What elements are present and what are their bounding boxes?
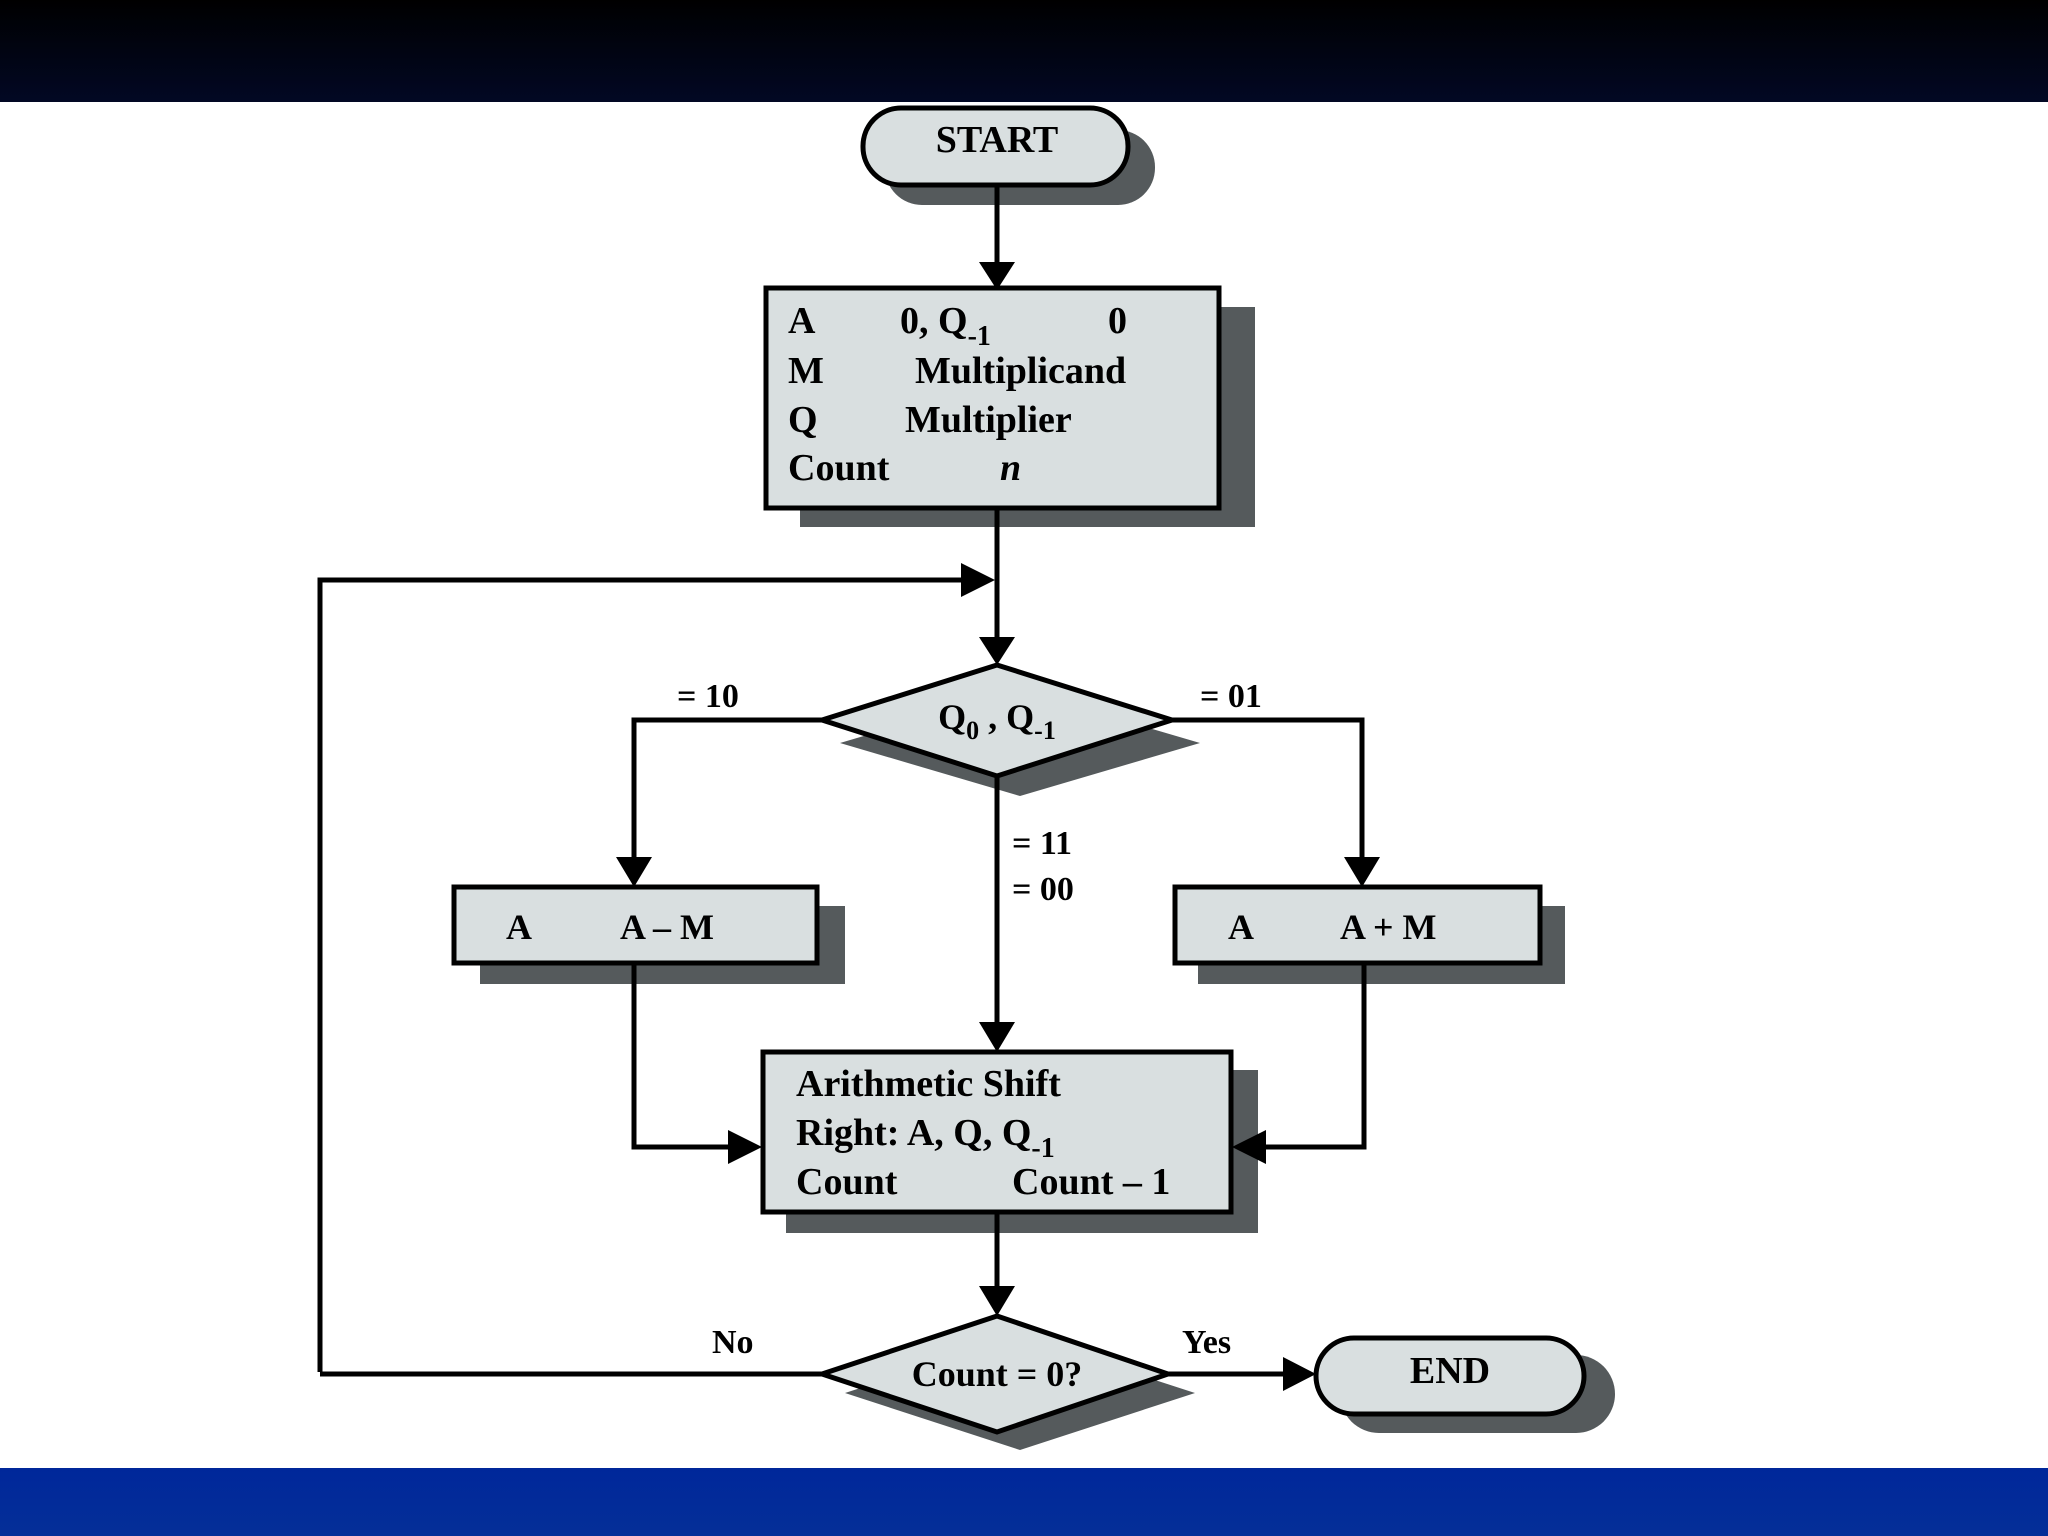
add-var: A [1228, 907, 1254, 947]
init-q-var: Q [788, 399, 818, 441]
edge-label-10: = 10 [677, 678, 739, 715]
shift-box: Arithmetic Shift Right: A, Q, Q-1 Count … [760, 1049, 1234, 1215]
subtract-box: A A – M [451, 884, 820, 966]
init-q-value: Multiplier [905, 399, 1072, 441]
start-label: START [936, 119, 1059, 161]
decision-q-bits: Q0 , Q-1 [813, 662, 1181, 779]
start-terminal: START [860, 105, 1131, 188]
shift-line1: Arithmetic Shift [796, 1063, 1061, 1105]
edge-labels: = 10 = 01 = 11 = 00 No Yes [677, 678, 1262, 1361]
connectors [317, 187, 1367, 1377]
edge-label-no: No [712, 1324, 754, 1361]
decision-q-label: Q0 , Q-1 [938, 697, 1056, 745]
edge-label-yes: Yes [1182, 1324, 1231, 1361]
edge-label-00: = 00 [1012, 871, 1074, 908]
init-count-value: n [1000, 447, 1021, 489]
init-m-var: M [788, 350, 824, 392]
bottom-band [0, 1468, 2048, 1536]
init-a-value: 0, Q-1 [900, 300, 991, 352]
subtract-var: A [506, 907, 532, 947]
shift-count-expr: Count – 1 [1012, 1161, 1170, 1203]
shift-count-var: Count [796, 1161, 898, 1203]
decision-count: Count = 0? [814, 1313, 1176, 1435]
edge-label-01: = 01 [1200, 678, 1262, 715]
init-a-var: A [788, 300, 816, 342]
arrowhead [1344, 857, 1380, 887]
end-label: END [1410, 1350, 1490, 1392]
init-a-zero: 0 [1108, 300, 1127, 342]
arrowhead [979, 1022, 1015, 1052]
arrowhead [1232, 1130, 1266, 1164]
init-m-value: Multiplicand [915, 350, 1126, 392]
arrowhead [1283, 1357, 1316, 1391]
arrowhead [979, 262, 1015, 290]
shift-line2: Right: A, Q, Q-1 [796, 1112, 1055, 1164]
subtract-expr: A – M [620, 907, 714, 947]
decision-count-label: Count = 0? [912, 1354, 1083, 1394]
arrowhead [979, 1286, 1015, 1316]
add-box: A A + M [1172, 884, 1543, 966]
top-band [0, 0, 2048, 102]
edge-label-11: = 11 [1012, 825, 1072, 862]
arrowhead [961, 563, 995, 597]
arrowhead [979, 637, 1015, 665]
arrowhead [616, 857, 652, 887]
arrowhead [728, 1130, 762, 1164]
init-box: A 0, Q-1 0 M Multiplicand Q Multiplier C… [763, 285, 1222, 511]
end-terminal: END [1313, 1335, 1587, 1417]
add-expr: A + M [1340, 907, 1437, 947]
init-count-var: Count [788, 447, 890, 489]
arrowheads [616, 262, 1380, 1391]
